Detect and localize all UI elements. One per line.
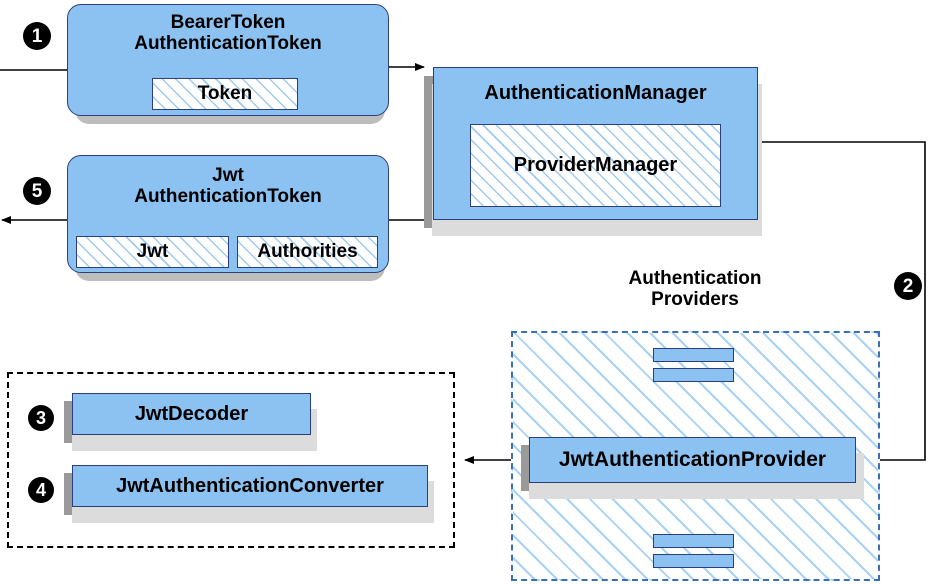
jwt-token-slot-jwt[interactable]: Jwt [76, 236, 229, 268]
provider-stack-bar-top-2 [653, 368, 734, 382]
provider-stack-bar-bottom-1 [653, 534, 734, 548]
jwt-token-slot-authorities[interactable]: Authorities [237, 236, 378, 268]
jwt-components-group [7, 372, 455, 548]
authentication-manager-slot-provider-manager[interactable]: ProviderManager [470, 124, 721, 207]
jwt-decoder-title: JwtDecoder [134, 402, 249, 425]
step-2-bullet: 2 [894, 272, 922, 300]
authentication-providers-label: Authentication Providers [628, 268, 762, 311]
jwt-authentication-converter-title: JwtAuthenticationConverter [116, 474, 384, 497]
provider-stack-bar-bottom-2 [653, 554, 734, 568]
provider-stack-bar-top-1 [653, 348, 734, 362]
bearer-token-slot-token[interactable]: Token [152, 78, 298, 110]
authentication-manager-title: AuthenticationManager [484, 82, 707, 104]
bearer-token-title: BearerToken AuthenticationToken [134, 12, 322, 55]
jwt-decoder-box[interactable]: JwtDecoder [72, 393, 311, 435]
jwt-authentication-converter-box[interactable]: JwtAuthenticationConverter [72, 465, 428, 507]
step-4-bullet: 4 [28, 477, 54, 503]
token-slot-label: Token [197, 83, 253, 104]
jwt-authentication-provider-box[interactable]: JwtAuthenticationProvider [529, 437, 856, 483]
jwt-authentication-token-title: Jwt AuthenticationToken [134, 165, 322, 208]
jwt-authentication-provider-title: JwtAuthenticationProvider [558, 448, 827, 472]
jwt-slot-label: Jwt [136, 241, 169, 262]
step-5-bullet: 5 [23, 177, 51, 205]
step-3-bullet: 3 [28, 405, 54, 431]
authorities-slot-label: Authorities [257, 241, 358, 262]
step-1-bullet: 1 [23, 22, 51, 50]
provider-manager-slot-label: ProviderManager [513, 154, 678, 176]
